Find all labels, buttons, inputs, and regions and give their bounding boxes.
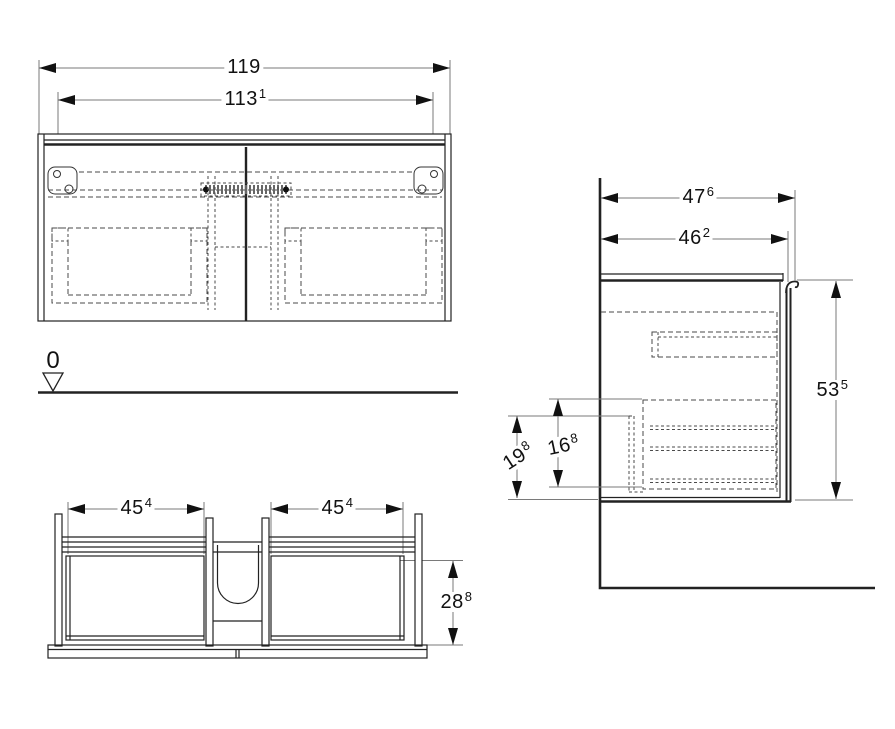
siphon-cutout (216, 545, 260, 605)
siphon-channel-lines (207, 176, 279, 310)
drawer-outline-right (284, 227, 443, 304)
dim-label-mounting-width: 1131 (221, 87, 269, 109)
datum-level (38, 372, 458, 394)
plan-compartment-left (65, 555, 205, 641)
drawer-outline-left (51, 227, 208, 304)
plan-base-plate (47, 644, 428, 659)
dim-clearance-inner-16 (549, 398, 642, 488)
wall-and-floor-line (598, 178, 875, 590)
dim-label-compartment-depth: 288 (437, 590, 475, 612)
side-cabinet-outline (601, 273, 800, 503)
handle-profile (785, 280, 800, 294)
dim-label-overall-depth: 476 (679, 185, 717, 207)
dim-label-overall-width: 119 (224, 57, 264, 77)
dim-label-left-compartment-width: 454 (117, 496, 155, 518)
dim-label-right-compartment-width: 454 (318, 496, 356, 518)
dim-label-body-depth: 462 (675, 226, 713, 248)
side-hidden-lines (601, 311, 778, 493)
side-view (508, 178, 875, 590)
datum-triangle (41, 372, 65, 393)
dim-label-height: 535 (813, 378, 851, 400)
plan-compartment-right (270, 555, 405, 641)
dim-left-compartment-45 (67, 502, 205, 554)
datum-zero-label: 0 (46, 347, 60, 374)
plan-center-post-right (261, 517, 270, 647)
plan-view (47, 502, 463, 659)
mounting-bracket-right (413, 166, 444, 195)
plan-side-panel-right (414, 513, 423, 647)
plan-center-post-left (205, 517, 214, 647)
plan-side-panel-left (54, 513, 63, 647)
mounting-bracket-left (47, 166, 78, 195)
front-view (37, 60, 452, 322)
